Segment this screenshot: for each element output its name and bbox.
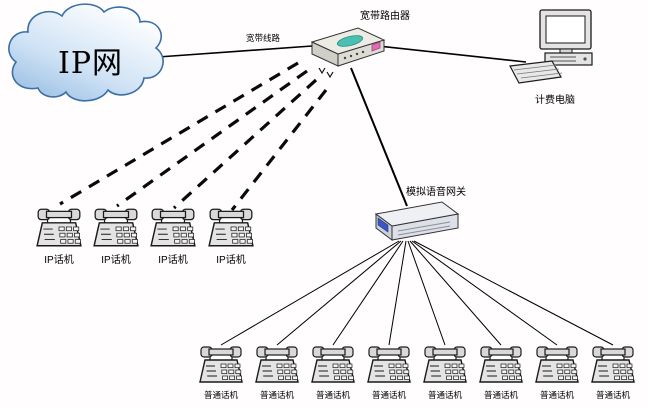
ip-network-cloud: [8, 3, 164, 102]
dashed-link-ip-phone-1: [59, 61, 299, 206]
ip-phone-4: [208, 208, 254, 247]
analog-phone-6: [479, 346, 523, 383]
router-antenna-marks: [318, 67, 334, 79]
analog-phone-label-4: 普通话机: [371, 390, 406, 400]
link-router-billing-pc: [377, 45, 527, 63]
dashed-links-router-to-ip-phones: [59, 61, 328, 211]
ip-phone-label-2: IP话机: [101, 255, 131, 266]
billing-pc-label: 计费电脑: [535, 95, 575, 106]
analog-phone-3: [311, 346, 355, 383]
link-cloud-router: [157, 45, 313, 58]
ip-phone-label-1: IP话机: [44, 255, 74, 266]
ip-phone-1: [36, 208, 82, 247]
ip-phone-2: [93, 208, 139, 247]
ip-phone-label-4: IP话机: [216, 255, 246, 266]
broadband-router-device: [310, 27, 386, 79]
links-gateway-to-analog-phones: [220, 240, 614, 346]
analog-phone-label-8: 普通话机: [595, 390, 630, 400]
analog-phone-7: [535, 346, 579, 383]
analog-phone-8: [591, 346, 635, 383]
dashed-link-ip-phone-4: [230, 89, 328, 211]
dashed-link-ip-phone-2: [116, 69, 308, 208]
analog-phone-2: [255, 346, 299, 383]
analog-phone-1: [199, 346, 243, 383]
ip-phone-3: [150, 208, 196, 247]
analog-phone-label-3: 普通话机: [315, 390, 350, 400]
ip-phone-label-3: IP话机: [158, 255, 188, 266]
analog-phone-label-1: 普通话机: [203, 390, 238, 400]
billing-computer-device: [509, 9, 593, 84]
analog-voice-gateway-device: [374, 201, 460, 241]
link-router-gateway: [350, 67, 408, 207]
router-label: 宽带路由器: [360, 11, 410, 22]
gateway-label: 模拟语音网关: [406, 187, 466, 198]
analog-phone-4: [367, 346, 411, 383]
analog-phone-label-7: 普通话机: [539, 390, 574, 400]
analog-phone-label-5: 普通话机: [427, 390, 462, 400]
analog-phone-5: [423, 346, 467, 383]
broadband-line-label: 宽带线路: [245, 33, 280, 43]
analog-phone-label-2: 普通话机: [259, 390, 294, 400]
analog-phone-label-6: 普通话机: [483, 390, 518, 400]
cloud-label: IP网: [58, 46, 124, 81]
dashed-link-ip-phone-3: [172, 78, 318, 210]
